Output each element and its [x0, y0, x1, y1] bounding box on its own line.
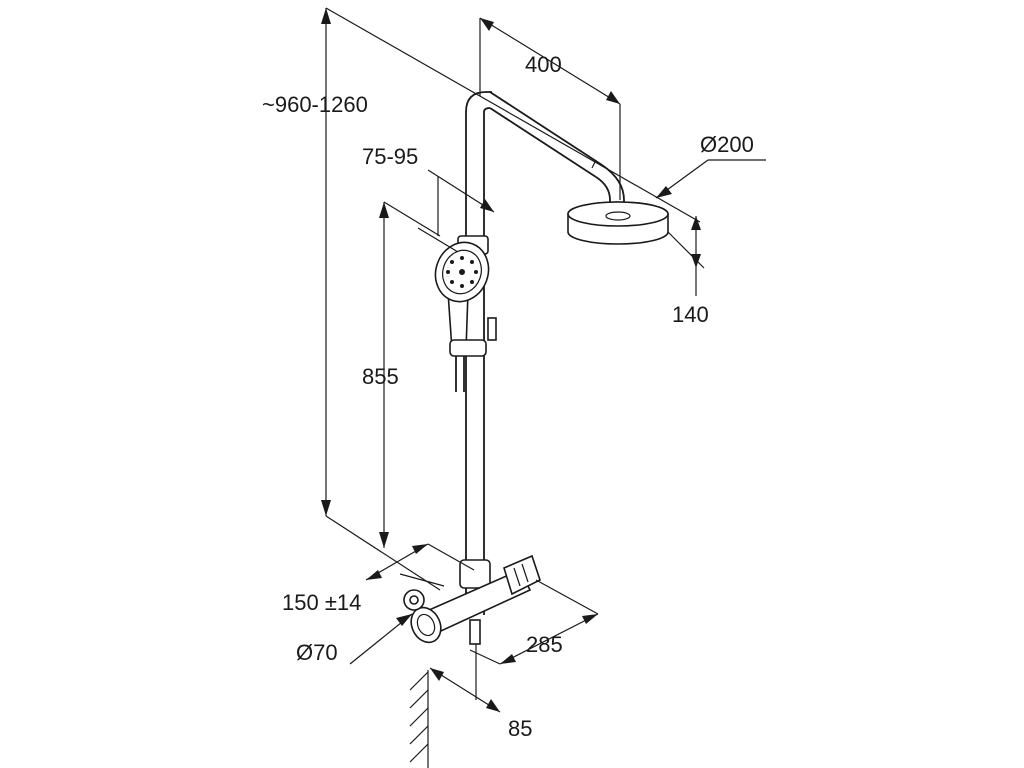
label-hand-shower-height: 855 — [362, 364, 399, 389]
label-connection-diameter: Ø70 — [296, 640, 338, 665]
label-head-height: 140 — [672, 302, 709, 327]
riser-pipe — [465, 91, 492, 615]
overhead-shower-head — [567, 201, 669, 245]
hand-shower — [434, 235, 497, 392]
label-arm-length: 400 — [525, 52, 562, 77]
label-wall-offset: 85 — [508, 716, 532, 741]
label-head-diameter: Ø200 — [700, 132, 754, 157]
label-slider-range: 75-95 — [362, 144, 418, 169]
thermostatic-mixer — [403, 554, 541, 645]
dim-total-height — [321, 7, 701, 591]
label-total-height: ~960-1260 — [262, 92, 368, 117]
wall-hatch — [409, 670, 429, 768]
dim-mixer-depth — [469, 579, 599, 665]
dim-head-diameter — [655, 159, 766, 199]
dim-slider-range — [417, 169, 495, 253]
dim-inlet-spacing — [365, 543, 475, 587]
dim-connection-diameter — [349, 613, 413, 665]
label-mixer-depth: 285 — [526, 632, 563, 657]
dim-arm-length — [479, 17, 621, 200]
label-inlet-spacing: 150 ±14 — [282, 590, 361, 615]
dim-wall-offset — [429, 644, 501, 713]
dim-head-height — [667, 216, 705, 296]
dim-hand-shower-height — [379, 201, 441, 548]
overhead-arm — [489, 91, 625, 208]
